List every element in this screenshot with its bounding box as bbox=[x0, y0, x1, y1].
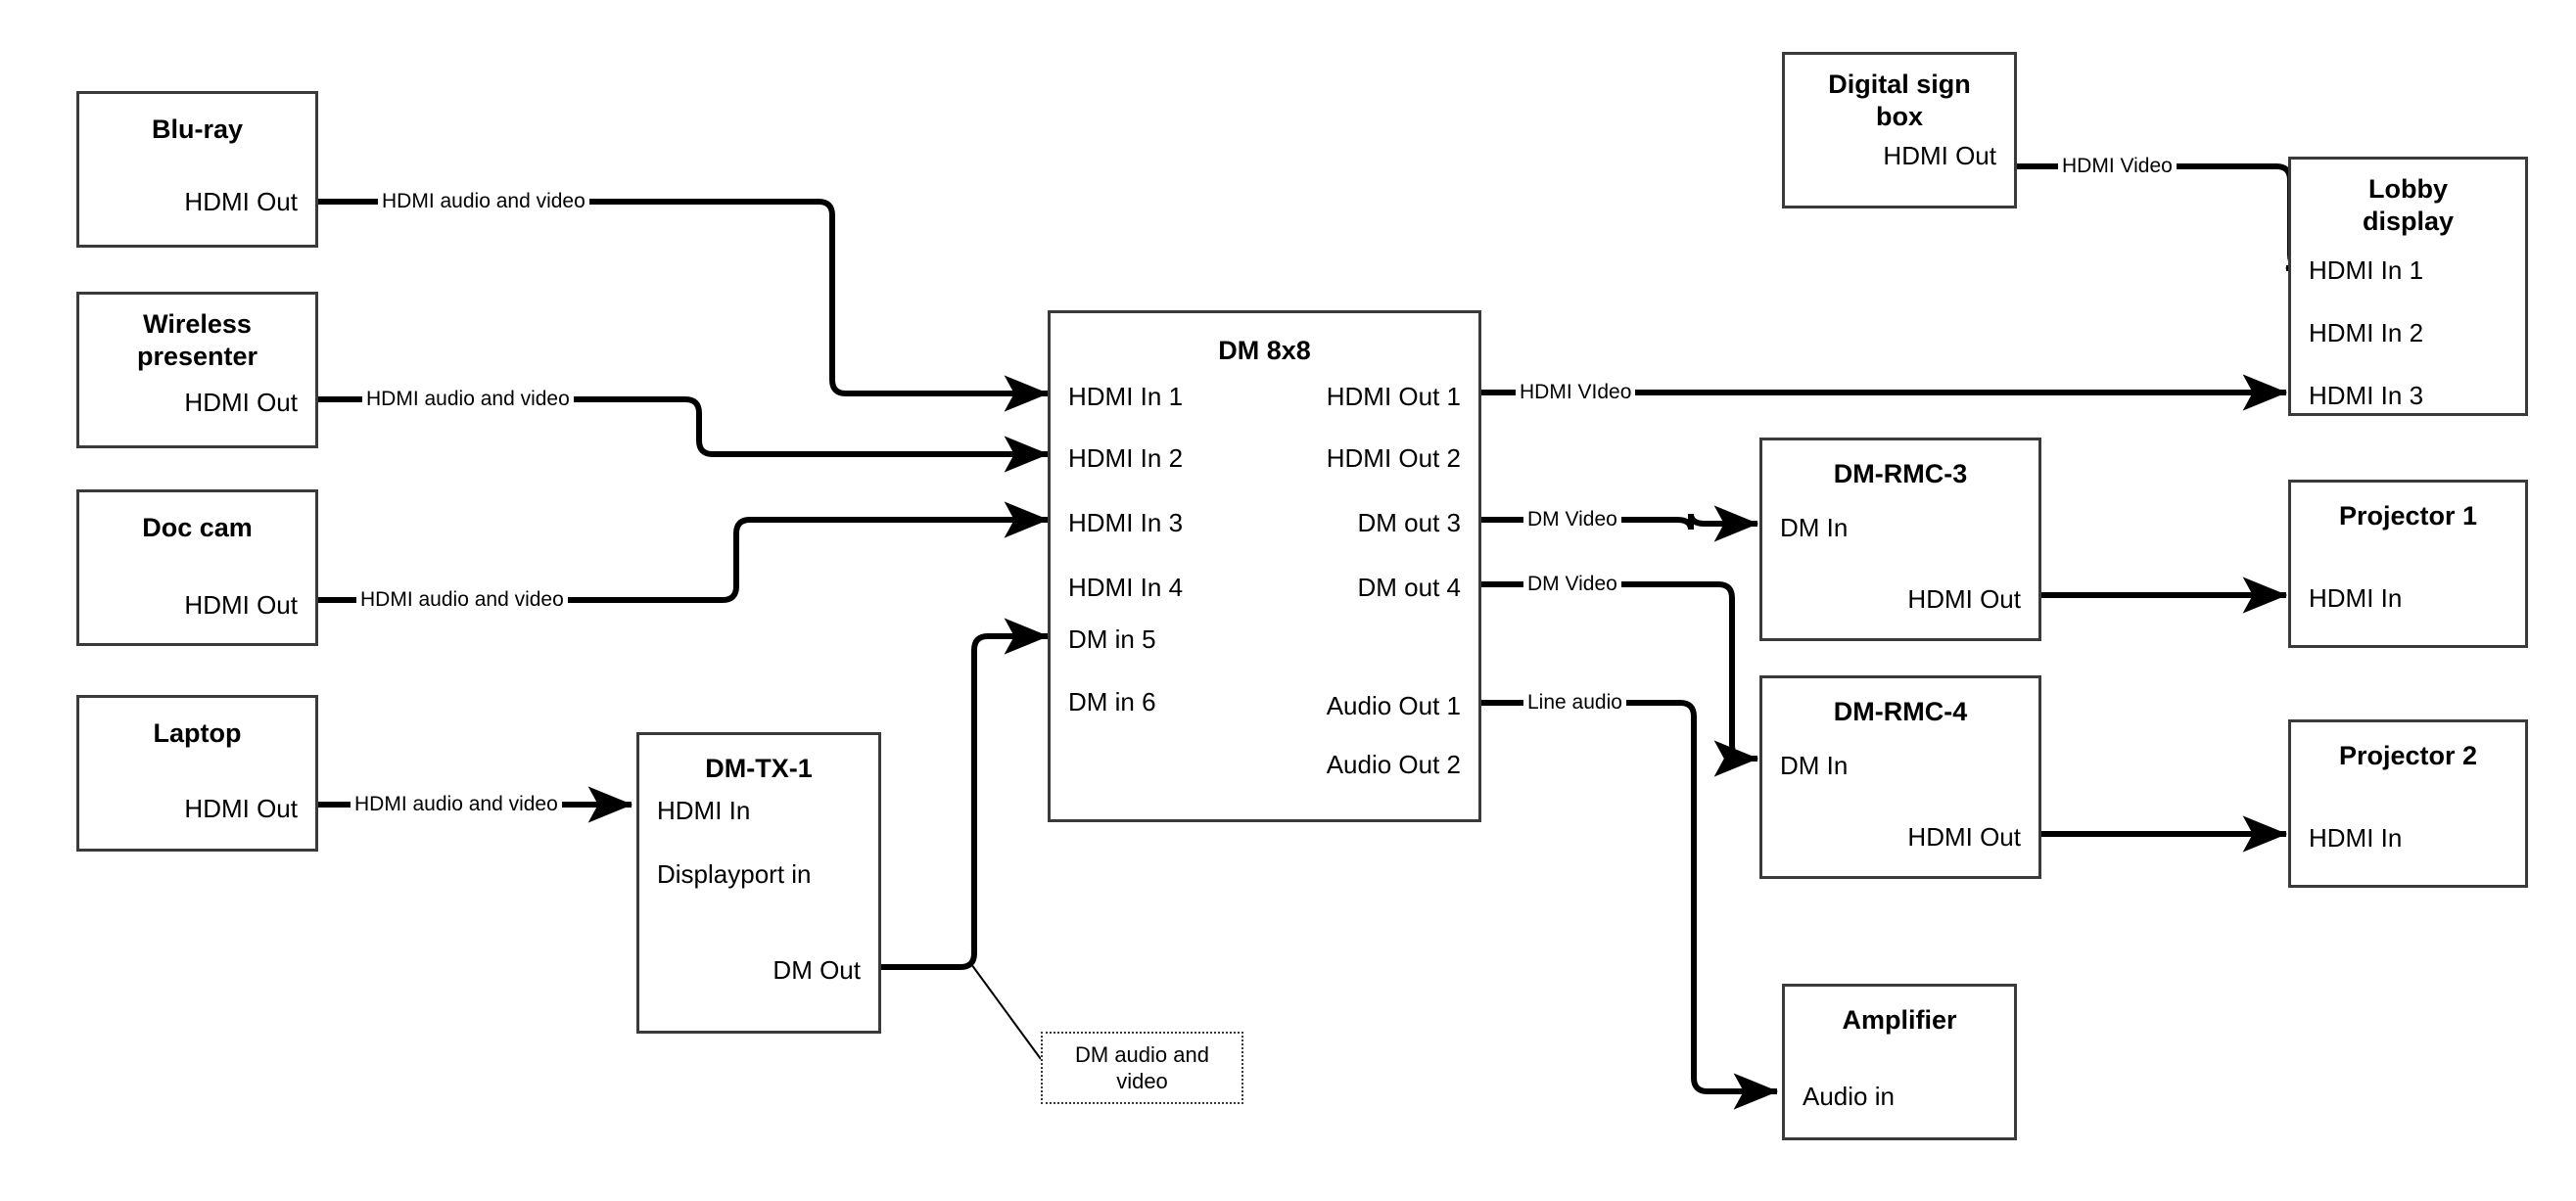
callout-leader-line bbox=[970, 963, 1042, 1060]
node-dm-tx-1-title: DM-TX-1 bbox=[705, 754, 813, 783]
node-lobby-display[interactable]: Lobby display HDMI In 1 HDMI In 2 HDMI I… bbox=[2288, 157, 2528, 416]
node-doc-cam[interactable]: Doc cam HDMI Out bbox=[76, 489, 318, 646]
node-digital-sign-box-title-line2: box bbox=[1875, 102, 1923, 131]
wire-dmtx1-to-dm-in-5 bbox=[881, 618, 1050, 970]
wire-audio-out-1-to-amplifier bbox=[1481, 700, 1779, 1110]
node-wireless-presenter[interactable]: Wireless presenter HDMI Out bbox=[76, 292, 318, 448]
node-dm-8x8-title: DM 8x8 bbox=[1218, 336, 1311, 365]
port-digital-sign-box-hdmi-out: HDMI Out bbox=[1883, 141, 1996, 170]
node-amplifier[interactable]: Amplifier Audio in bbox=[1782, 984, 2017, 1140]
port-doc-cam-hdmi-out: HDMI Out bbox=[184, 590, 298, 620]
port-dm-tx-1-dm-out: DM Out bbox=[773, 955, 861, 985]
node-wireless-presenter-title-line2: presenter bbox=[136, 342, 258, 371]
wire-label-laptop: HDMI audio and video bbox=[351, 793, 562, 816]
node-projector-2-title: Projector 2 bbox=[2338, 741, 2478, 770]
port-dm-8x8-hdmi-in-1: HDMI In 1 bbox=[1068, 382, 1184, 411]
port-dm-8x8-hdmi-out-2: HDMI Out 2 bbox=[1326, 443, 1461, 473]
wire-label-wireless: HDMI audio and video bbox=[362, 388, 574, 411]
node-lobby-display-title-line2: display bbox=[2362, 207, 2455, 236]
wire-label-digital-sign: HDMI Video bbox=[2058, 155, 2177, 178]
port-lobby-display-hdmi-in-3: HDMI In 3 bbox=[2309, 381, 2424, 410]
wire-label-dm-out-4: DM Video bbox=[1523, 573, 1621, 596]
port-lobby-display-hdmi-in-1: HDMI In 1 bbox=[2309, 255, 2424, 285]
wire-label-doccam: HDMI audio and video bbox=[356, 588, 568, 612]
node-laptop-title: Laptop bbox=[153, 718, 242, 748]
node-dm-rmc-4[interactable]: DM-RMC-4 DM In HDMI Out bbox=[1759, 675, 2041, 879]
port-dm-8x8-hdmi-out-1: HDMI Out 1 bbox=[1326, 382, 1461, 411]
port-dm-rmc-3-dm-in: DM In bbox=[1780, 513, 1849, 542]
port-dm-8x8-audio-out-2: Audio Out 2 bbox=[1326, 750, 1461, 779]
port-dm-rmc-4-hdmi-out: HDMI Out bbox=[1907, 822, 2021, 852]
node-bluray-title: Blu-ray bbox=[151, 115, 244, 144]
wire-label-dm-out-3: DM Video bbox=[1523, 508, 1621, 531]
wire-bluray-to-hdmi-in-1 bbox=[318, 199, 1050, 412]
port-bluray-hdmi-out: HDMI Out bbox=[184, 187, 298, 216]
node-projector-1-title: Projector 1 bbox=[2338, 501, 2478, 531]
wire-dm-out-4-to-rmc4 bbox=[1481, 581, 1759, 777]
port-dm-rmc-4-dm-in: DM In bbox=[1780, 751, 1849, 780]
port-dm-8x8-audio-out-1: Audio Out 1 bbox=[1326, 691, 1461, 720]
node-lobby-display-title-line1: Lobby bbox=[2368, 174, 2448, 204]
port-dm-8x8-dm-in-5: DM in 5 bbox=[1068, 624, 1156, 654]
port-dm-8x8-hdmi-in-4: HDMI In 4 bbox=[1068, 573, 1184, 602]
node-dm-tx-1[interactable]: DM-TX-1 HDMI In Displayport in DM Out bbox=[636, 732, 881, 1034]
port-dm-8x8-dm-in-6: DM in 6 bbox=[1068, 687, 1156, 716]
wire-label-hdmi-out-1: HDMI VIdeo bbox=[1516, 381, 1636, 404]
port-dm-8x8-hdmi-in-3: HDMI In 3 bbox=[1068, 508, 1184, 537]
port-dm-rmc-3-hdmi-out: HDMI Out bbox=[1907, 584, 2021, 614]
node-wireless-presenter-title-line1: Wireless bbox=[143, 309, 252, 339]
port-projector-1-hdmi-in: HDMI In bbox=[2309, 583, 2403, 613]
port-dm-8x8-dm-out-4: DM out 4 bbox=[1357, 573, 1462, 602]
node-dm-rmc-3[interactable]: DM-RMC-3 DM In HDMI Out bbox=[1759, 438, 2041, 641]
port-laptop-hdmi-out: HDMI Out bbox=[184, 794, 298, 823]
port-wireless-presenter-hdmi-out: HDMI Out bbox=[184, 388, 298, 417]
port-dm-tx-1-displayport-in: Displayport in bbox=[657, 859, 812, 889]
port-dm-tx-1-hdmi-in: HDMI In bbox=[657, 796, 751, 825]
wire-label-bluray: HDMI audio and video bbox=[378, 190, 589, 213]
port-projector-2-hdmi-in: HDMI In bbox=[2309, 823, 2403, 853]
port-dm-8x8-dm-out-3: DM out 3 bbox=[1357, 508, 1462, 537]
wire-sign-to-lobby-hdmi-in-1 bbox=[2017, 163, 2330, 287]
port-amplifier-audio-in: Audio in bbox=[1803, 1082, 1895, 1111]
node-dm-rmc-3-title: DM-RMC-3 bbox=[1833, 459, 1968, 488]
node-doc-cam-title: Doc cam bbox=[142, 513, 253, 542]
node-projector-2[interactable]: Projector 2 HDMI In bbox=[2288, 719, 2528, 888]
node-dm-rmc-4-title: DM-RMC-4 bbox=[1833, 697, 1968, 726]
port-lobby-display-hdmi-in-2: HDMI In 2 bbox=[2309, 318, 2424, 347]
node-digital-sign-box-title-line1: Digital sign bbox=[1828, 69, 1971, 99]
node-amplifier-title: Amplifier bbox=[1842, 1005, 1957, 1035]
node-bluray[interactable]: Blu-ray HDMI Out bbox=[76, 91, 318, 248]
node-projector-1[interactable]: Projector 1 HDMI In bbox=[2288, 480, 2528, 648]
node-digital-sign-box[interactable]: Digital sign box HDMI Out bbox=[1782, 52, 2017, 208]
wire-label-audio-out-1: Line audio bbox=[1523, 691, 1626, 715]
port-dm-8x8-hdmi-in-2: HDMI In 2 bbox=[1068, 443, 1184, 473]
node-laptop[interactable]: Laptop HDMI Out bbox=[76, 695, 318, 852]
node-dm-8x8[interactable]: DM 8x8 HDMI In 1 HDMI In 2 HDMI In 3 HDM… bbox=[1048, 310, 1481, 822]
callout-dm-audio-video: DM audio and video bbox=[1041, 1032, 1243, 1104]
